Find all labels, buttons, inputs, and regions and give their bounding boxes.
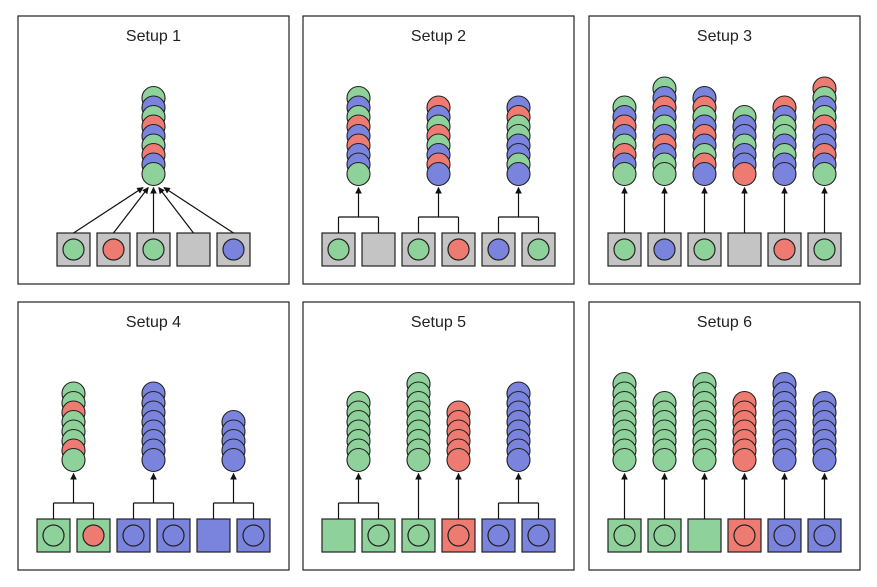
panel-title: Setup 1 xyxy=(126,28,181,45)
stack-ball xyxy=(773,163,796,186)
input-dot xyxy=(774,525,795,546)
input-dot xyxy=(814,239,835,260)
stack-ball xyxy=(813,449,836,472)
input-box xyxy=(197,519,230,552)
input-dot xyxy=(774,239,795,260)
input-dot xyxy=(408,239,429,260)
panel-setup-3: Setup 3 xyxy=(589,16,860,284)
stack-ball xyxy=(142,163,165,186)
input-box xyxy=(322,519,355,552)
panel-title: Setup 3 xyxy=(697,28,752,45)
stack-ball xyxy=(653,163,676,186)
input-dot xyxy=(223,239,244,260)
stack-ball xyxy=(447,449,470,472)
input-dot xyxy=(243,525,264,546)
input-dot xyxy=(448,525,469,546)
input-dot xyxy=(654,239,675,260)
input-dot xyxy=(328,239,349,260)
input-dot xyxy=(143,239,164,260)
panel-title: Setup 5 xyxy=(411,314,466,331)
input-dot xyxy=(163,525,184,546)
input-box xyxy=(728,233,761,266)
stack-ball xyxy=(222,449,245,472)
stack-ball xyxy=(62,449,85,472)
panel-title: Setup 4 xyxy=(126,314,181,331)
panel-title: Setup 6 xyxy=(697,314,752,331)
stack-ball xyxy=(733,449,756,472)
input-dot xyxy=(368,525,389,546)
stack-ball xyxy=(507,449,530,472)
input-dot xyxy=(63,239,84,260)
stack-ball xyxy=(653,449,676,472)
input-dot xyxy=(734,525,755,546)
stack-ball xyxy=(693,449,716,472)
panel-title: Setup 2 xyxy=(411,28,466,45)
input-dot xyxy=(448,239,469,260)
panel-setup-4: Setup 4 xyxy=(18,302,289,570)
panel-setup-1: Setup 1 xyxy=(18,16,289,284)
panel-setup-6: Setup 6 xyxy=(589,302,860,570)
stack-ball xyxy=(693,163,716,186)
input-dot xyxy=(614,525,635,546)
input-dot xyxy=(654,525,675,546)
panel-setup-5: Setup 5 xyxy=(303,302,574,570)
input-dot xyxy=(528,525,549,546)
input-dot xyxy=(43,525,64,546)
stack-ball xyxy=(427,163,450,186)
input-dot xyxy=(814,525,835,546)
input-dot xyxy=(488,525,509,546)
stack-ball xyxy=(733,163,756,186)
stack-ball xyxy=(613,163,636,186)
input-dot xyxy=(83,525,104,546)
input-dot xyxy=(408,525,429,546)
input-dot xyxy=(103,239,124,260)
stack-ball xyxy=(347,163,370,186)
input-box xyxy=(177,233,210,266)
stack-ball xyxy=(407,449,430,472)
stack-ball xyxy=(347,449,370,472)
stack-ball xyxy=(613,449,636,472)
input-dot xyxy=(528,239,549,260)
input-box xyxy=(362,233,395,266)
input-dot xyxy=(123,525,144,546)
stack-ball xyxy=(142,449,165,472)
panel-setup-2: Setup 2 xyxy=(303,16,574,284)
input-box xyxy=(688,519,721,552)
input-dot xyxy=(614,239,635,260)
stack-ball xyxy=(813,163,836,186)
stack-ball xyxy=(773,449,796,472)
input-dot xyxy=(694,239,715,260)
stack-ball xyxy=(507,163,530,186)
input-dot xyxy=(488,239,509,260)
